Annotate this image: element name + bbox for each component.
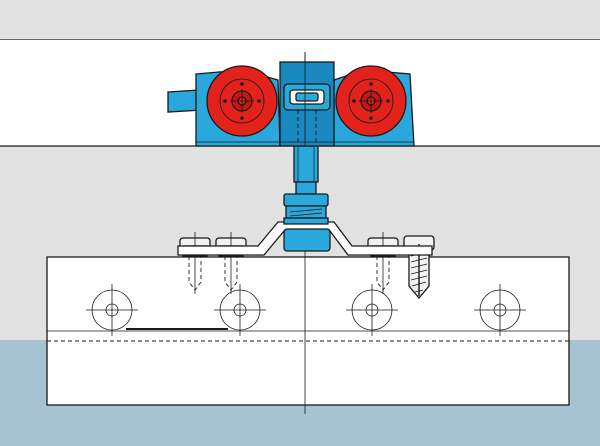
wheel-right (335, 65, 407, 137)
wheel-left (206, 65, 278, 137)
top-band (0, 0, 600, 40)
mounting-bracket (177, 221, 433, 256)
wheel-hub-icon (359, 89, 383, 113)
crosshair-hole-icon (86, 284, 138, 336)
door-panel (46, 256, 570, 406)
wheel-hub-icon (230, 89, 254, 113)
door-holes (86, 284, 526, 336)
suspension-bolt (293, 145, 319, 183)
adjustment-nut (283, 181, 331, 252)
crosshair-hole-icon (474, 284, 526, 336)
crosshair-hole-icon (346, 284, 398, 336)
crosshair-hole-icon (214, 284, 266, 336)
